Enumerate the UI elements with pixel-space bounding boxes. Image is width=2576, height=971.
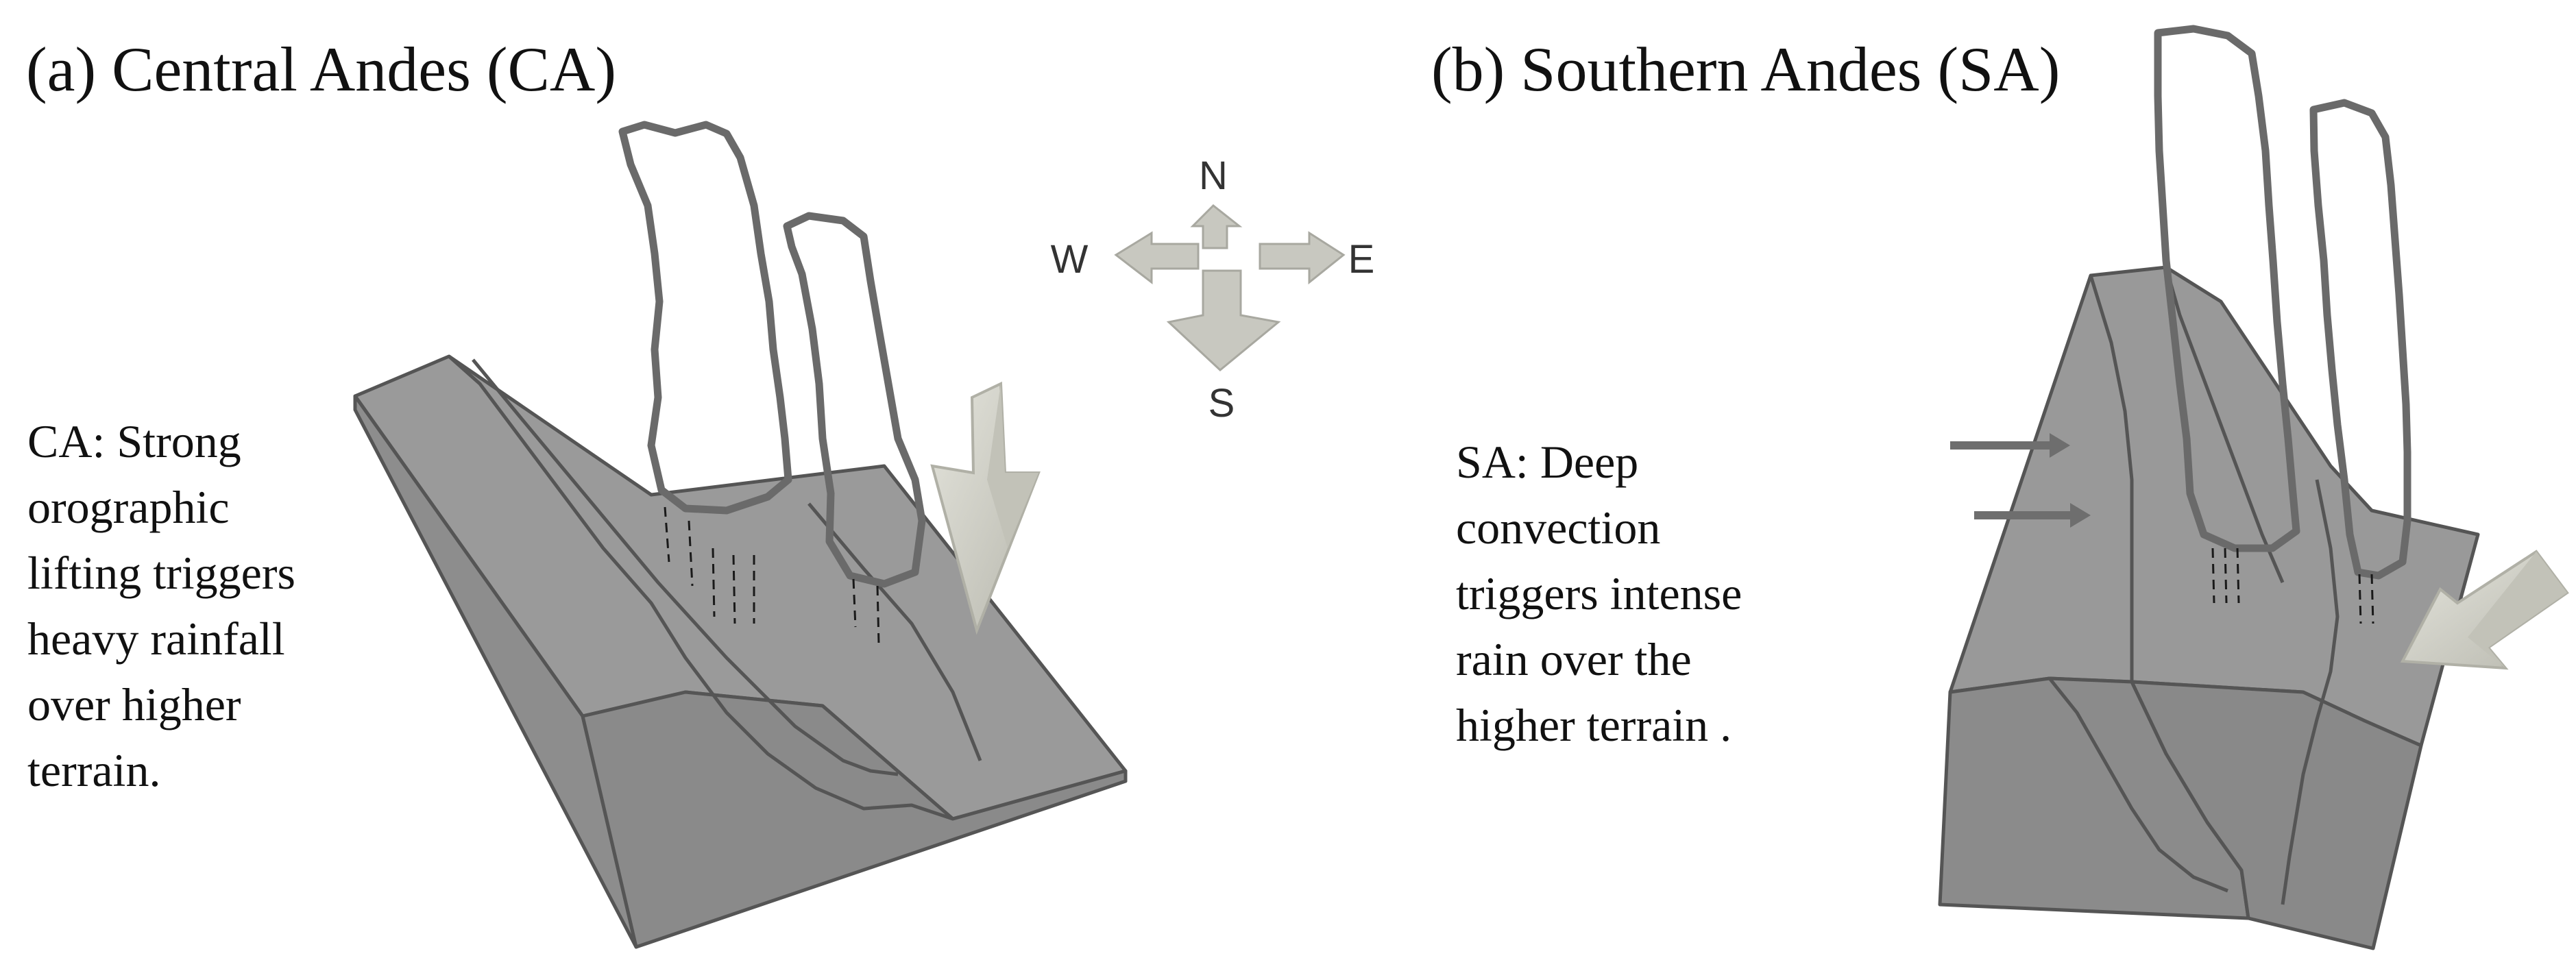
panel-a-title: (a) Central Andes (CA) bbox=[26, 34, 616, 104]
sa-annotation-line-5: higher terrain . bbox=[1456, 699, 1732, 751]
sa-annotation-line-3: triggers intense bbox=[1456, 567, 1742, 619]
sa-terrain-east-face bbox=[2130, 680, 2423, 950]
sa-annotation: SA: Deep convection triggers intense rai… bbox=[1456, 429, 1742, 758]
sa-ridge-line-4 bbox=[2048, 677, 2228, 893]
ca-ridge-line-1 bbox=[448, 355, 953, 821]
sa-annotation-line-2: convection bbox=[1456, 502, 1661, 554]
sa-cloud-2 bbox=[2309, 99, 2411, 580]
sa-ridge-line-2 bbox=[2164, 267, 2285, 583]
compass-south-label: S bbox=[1208, 381, 1235, 426]
compass-icon: N W E S bbox=[1051, 153, 1375, 426]
ca-annotation-line-1: CA: Strong bbox=[27, 415, 241, 467]
sa-terrain-block bbox=[1938, 265, 2480, 950]
ca-cloud-1 bbox=[618, 121, 792, 515]
ca-annotation-line-3: lifting triggers bbox=[27, 547, 295, 599]
sa-flow-arrow-icon-1 bbox=[1950, 433, 2070, 458]
ca-annotation-line-4: heavy rainfall bbox=[27, 613, 285, 665]
ca-terrain-block bbox=[353, 354, 1128, 949]
compass-east-arrow bbox=[1259, 231, 1346, 285]
ca-annotation: CA: Strong orographic lifting triggers h… bbox=[27, 408, 295, 803]
panel-b-title: (b) Southern Andes (SA) bbox=[1431, 34, 2060, 104]
sa-flow-arrow-icon-2 bbox=[1974, 503, 2091, 528]
ca-cloud-2 bbox=[783, 212, 926, 588]
sa-rainfall bbox=[2211, 548, 2374, 624]
ca-terrain-south-face bbox=[581, 690, 1128, 949]
ca-annotation-line-2: orographic bbox=[27, 481, 230, 533]
sa-cloud-1 bbox=[2154, 25, 2300, 552]
sa-wind-arrow-icon bbox=[2400, 550, 2569, 670]
sa-ridge-line-3 bbox=[2281, 479, 2340, 905]
ca-wind-arrow-icon bbox=[930, 381, 1041, 635]
ca-annotation-line-6: terrain. bbox=[27, 744, 161, 796]
compass-east-label: E bbox=[1348, 237, 1375, 282]
sa-ridge-line-1 bbox=[2089, 275, 2134, 682]
sa-annotation-line-1: SA: Deep bbox=[1456, 436, 1639, 488]
compass-north-label: N bbox=[1199, 153, 1228, 198]
ca-rainfall bbox=[664, 506, 880, 645]
compass-south-arrow bbox=[1166, 269, 1281, 371]
ca-ridge-line-3 bbox=[807, 502, 982, 761]
ca-ridge-line-2 bbox=[472, 358, 899, 776]
ca-annotation-line-5: over higher bbox=[27, 678, 241, 730]
compass-west-label: W bbox=[1051, 237, 1089, 282]
compass-west-arrow bbox=[1114, 231, 1200, 285]
sa-annotation-line-4: rain over the bbox=[1456, 633, 1692, 685]
compass-north-arrow bbox=[1190, 204, 1243, 249]
